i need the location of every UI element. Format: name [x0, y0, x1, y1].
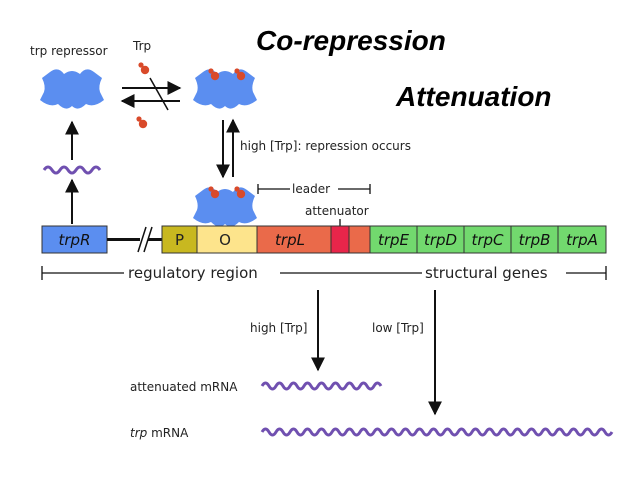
bound-repressor-icon: [193, 187, 257, 227]
gene-bar: trpR P O trpL trpE trpD trpC trpB trpA: [41, 225, 607, 254]
regulatory-region-label: regulatory region: [128, 264, 258, 282]
leader-label: leader: [292, 182, 330, 196]
attenuator-box: [330, 225, 350, 254]
trp-molecule-icon: [138, 62, 150, 75]
gene-trpR-box: [41, 225, 108, 254]
low-trp-label: low [Trp]: [372, 321, 424, 335]
gene-operator-box: [196, 225, 258, 254]
gene-trpA-box: [557, 225, 607, 254]
gene-trpA-label: trpA: [566, 231, 598, 249]
trp-mrna-wave: [260, 427, 614, 437]
gene-trpE-box: [369, 225, 418, 254]
repression-label: high [Trp]: repression occurs: [240, 139, 411, 153]
trpR-mrna-wave: [42, 165, 102, 175]
trp-binding-line: [149, 77, 169, 111]
gene-trpC-label: trpC: [471, 231, 504, 249]
trp-molecule-icon: [136, 116, 148, 129]
gene-trpD-label: trpD: [424, 231, 457, 249]
title-attenuation: Attenuation: [395, 81, 552, 112]
gene-trpC-box: [463, 225, 512, 254]
trp-mrna-rest: mRNA: [147, 426, 189, 440]
attenuator-label: attenuator: [305, 204, 369, 218]
trp-repressor-label: trp repressor: [30, 44, 108, 58]
trp-mrna-italic: trp: [130, 426, 148, 440]
gene-promoter-label: P: [175, 231, 184, 249]
gene-trpB-label: trpB: [519, 231, 551, 249]
gene-trpE-label: trpE: [378, 231, 410, 249]
active-repressor-icon: [193, 69, 257, 109]
break-mark: [137, 226, 147, 253]
gene-trpL-label: trpL: [275, 231, 305, 249]
trp-mrna-label: trp mRNA: [130, 426, 189, 440]
gene-operator-label: O: [219, 231, 231, 249]
attenuated-mrna-label: attenuated mRNA: [130, 380, 238, 394]
gene-trpL-box: [256, 225, 371, 254]
title-corepression: Co-repression: [256, 25, 446, 56]
gene-trpD-box: [416, 225, 465, 254]
trp-label: Trp: [132, 39, 151, 53]
structural-genes-label: structural genes: [425, 264, 548, 282]
free-repressor-icon: [40, 69, 104, 109]
gene-trpR-label: trpR: [59, 231, 91, 249]
high-trp-label: high [Trp]: [250, 321, 307, 335]
attenuated-mrna-wave: [260, 381, 383, 391]
gene-trpB-box: [510, 225, 559, 254]
